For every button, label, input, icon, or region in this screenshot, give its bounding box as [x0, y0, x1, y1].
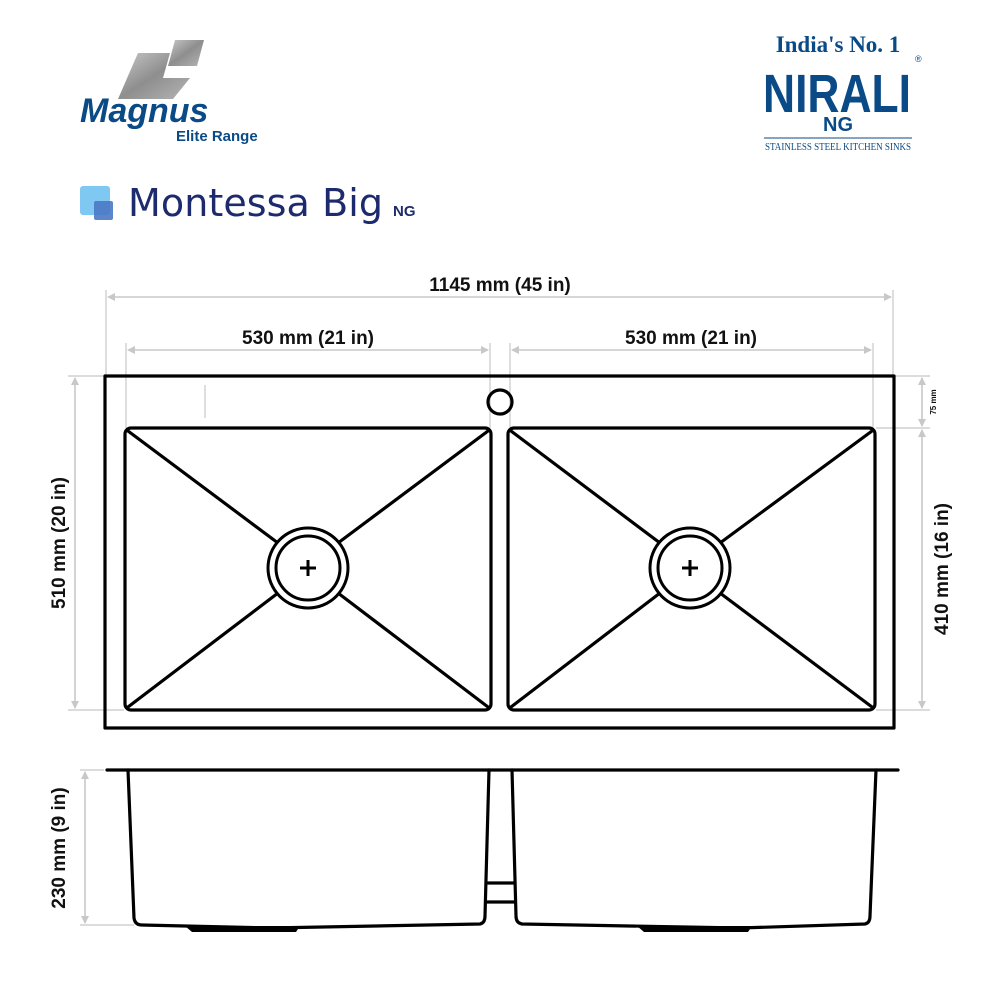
left-bowl-width-label: 530 mm (21 in) [242, 328, 374, 349]
magnus-logo-mark-small-icon [168, 40, 204, 66]
bowl-depth-label: 410 mm (16 in) [932, 503, 953, 635]
right-bowl-profile [510, 768, 878, 930]
product-square-dark-icon [94, 201, 113, 220]
right-bowl [506, 426, 877, 712]
sink-deck-outline [103, 374, 896, 730]
rear-deck-label: 75 mm [929, 389, 938, 414]
dimension-lines [68, 290, 930, 926]
nirali-logo: India's No. 1 NIRALI ® NG STAINLESS STEE… [763, 32, 922, 153]
nirali-suffix: NG [823, 114, 853, 136]
registered-mark: ® [915, 54, 922, 64]
nirali-tagline: India's No. 1 [776, 32, 901, 57]
magnus-logo-text: Magnus [80, 92, 208, 130]
drain-plus-icon [682, 560, 698, 576]
magnus-logo-subtitle: Elite Range [176, 128, 258, 145]
product-title: Montessa Big NG [80, 181, 416, 225]
product-suffix: NG [393, 203, 416, 220]
left-bowl-profile [126, 768, 491, 930]
sink-side-view [105, 768, 900, 932]
overall-width-label: 1145 mm (45 in) [429, 275, 571, 296]
magnus-logo: Magnus Elite Range [80, 40, 258, 145]
overall-depth-label: 510 mm (20 in) [49, 477, 70, 609]
right-bowl-width-label: 530 mm (21 in) [625, 328, 757, 349]
tap-hole [486, 388, 514, 416]
bowl-height-label: 230 mm (9 in) [49, 787, 70, 908]
nirali-descriptor: STAINLESS STEEL KITCHEN SINKS [765, 142, 911, 153]
drain-plus-icon [300, 560, 316, 576]
sink-top-view [103, 374, 896, 730]
nirali-name: NIRALI [763, 64, 911, 124]
left-bowl [123, 426, 493, 712]
product-name: Montessa Big [128, 181, 383, 225]
magnus-logo-mark-icon [118, 53, 190, 99]
